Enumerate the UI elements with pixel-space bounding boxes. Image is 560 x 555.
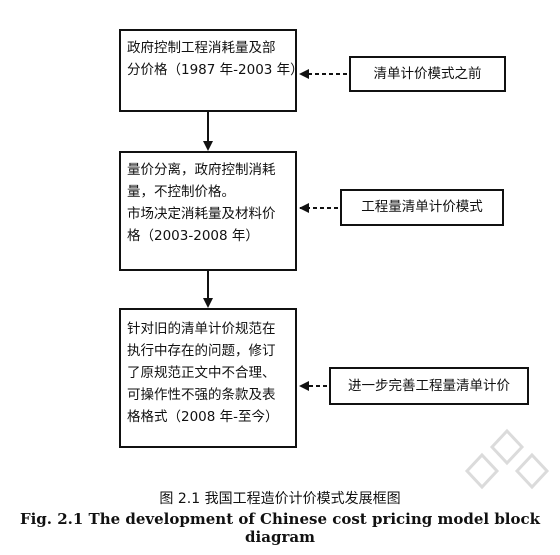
stage1-line-1: 政府控制工程消耗量及部: [127, 40, 276, 56]
figure-caption-english: Fig. 2.1 The development of Chinese cost…: [19, 510, 541, 546]
stage2-line-2: 量，不控制价格。: [127, 184, 235, 200]
stage3-note-label: 进一步完善工程量清单计价: [348, 378, 510, 394]
stage1-note-box: 清单计价模式之前: [349, 56, 506, 92]
stage1-note-label: 清单计价模式之前: [373, 66, 482, 82]
stage3-line-1: 针对旧的清单计价规范在: [127, 321, 276, 337]
stage2-note-box: 工程量清单计价模式: [340, 189, 504, 226]
stage3-box: 针对旧的清单计价规范在 执行中存在的问题，修订 了原规范正文中不合理、 可操作性…: [119, 308, 297, 448]
stage2-line-3: 市场决定消耗量及材料价: [127, 206, 276, 222]
stage3-line-4: 可操作性不强的条款及表: [127, 387, 276, 403]
figure-caption-chinese: 图 2.1 我国工程造价计价模式发展框图: [159, 491, 401, 507]
stage1-line-2: 分价格（1987 年-2003 年）: [127, 62, 304, 78]
stage3-line-2: 执行中存在的问题，修订: [127, 343, 276, 359]
watermark-logo-icon: [464, 428, 550, 490]
stage2-box: 量价分离，政府控制消耗 量，不控制价格。 市场决定消耗量及材料价 格（2003-…: [119, 151, 297, 271]
stage3-note-box: 进一步完善工程量清单计价: [329, 367, 529, 405]
stage2-line-4: 格（2003-2008 年）: [127, 228, 259, 244]
stage2-line-1: 量价分离，政府控制消耗: [127, 162, 276, 178]
stage1-box: 政府控制工程消耗量及部 分价格（1987 年-2003 年）: [119, 29, 304, 112]
stage3-line-5: 格格式（2008 年-至今）: [127, 409, 279, 425]
stage3-line-3: 了原规范正文中不合理、: [127, 365, 276, 381]
stage2-note-label: 工程量清单计价模式: [361, 199, 483, 215]
